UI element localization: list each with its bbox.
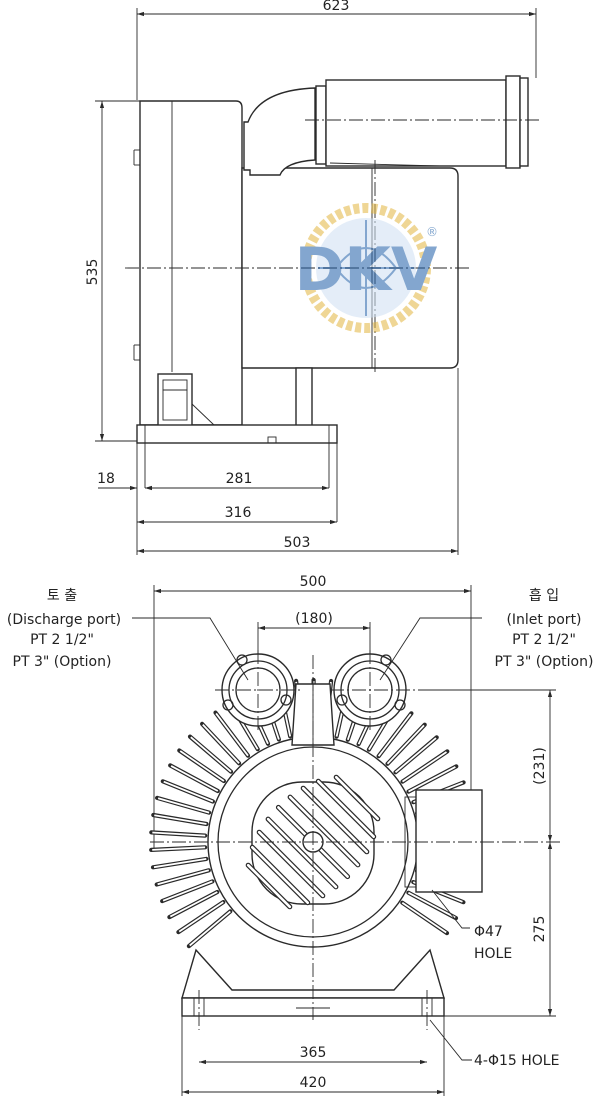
- cooling-fin-highlight: [157, 869, 210, 886]
- grille-slot-inner: [316, 779, 376, 839]
- dkv-logo: DKV ®: [295, 203, 438, 333]
- discharge-label-kr: 토 출: [47, 588, 77, 604]
- cooling-fin-highlight: [408, 766, 456, 793]
- front-view: 500 (180): [7, 574, 594, 1096]
- dim-offset-18: 18: [97, 471, 115, 487]
- cooling-fin-highlight: [152, 846, 206, 851]
- dim-base-316: 316: [225, 505, 252, 521]
- dim-depth-503: 503: [284, 535, 311, 551]
- grille-slot-inner: [251, 845, 310, 905]
- cooling-fin-highlight: [152, 831, 206, 837]
- grille-slot-inner: [334, 775, 380, 821]
- dim-base-width: 420: [300, 1075, 327, 1091]
- dim-base-281: 281: [226, 471, 253, 487]
- cooling-fin-highlight: [170, 765, 219, 792]
- bolt-holes-label: 4-Φ15 HOLE: [474, 1053, 559, 1069]
- grille-slot-inner: [246, 863, 292, 909]
- dim-front-width: 500: [300, 574, 327, 590]
- cooling-fin-highlight: [401, 901, 447, 934]
- cooling-fin-highlight: [169, 891, 218, 918]
- grille-slot-inner: [257, 830, 325, 898]
- cooling-fin-highlight: [215, 712, 249, 757]
- dim-bolt-spacing: 365: [300, 1045, 327, 1061]
- inlet-label-pt: PT 2 1/2": [512, 632, 576, 648]
- hole-47-word: HOLE: [474, 946, 512, 962]
- discharge-label-en: (Discharge port): [7, 612, 121, 628]
- cooling-fin-highlight: [202, 723, 240, 764]
- cooling-fin-highlight: [154, 814, 207, 825]
- cooling-fin-highlight: [162, 880, 213, 902]
- cooling-fin-highlight: [407, 891, 456, 919]
- cooling-fin-highlight: [386, 724, 425, 765]
- hole-47-label: Φ47: [474, 924, 503, 940]
- cooling-fin-highlight: [190, 736, 232, 773]
- logo-registered: ®: [426, 225, 438, 239]
- cooling-fin-highlight: [401, 751, 448, 783]
- discharge-label-option: PT 3" (Option): [13, 654, 112, 670]
- cooling-fin-highlight: [179, 750, 225, 782]
- dim-port-height: (231): [532, 747, 548, 785]
- grille-slot-inner: [301, 786, 369, 854]
- cooling-fin-highlight: [163, 780, 214, 803]
- grille-slot-inner: [266, 817, 338, 889]
- grille-slot-inner: [288, 795, 360, 867]
- cooling-fin-highlight: [394, 737, 437, 773]
- dim-height: 535: [85, 259, 101, 286]
- cooling-fin-highlight: [189, 910, 231, 947]
- inlet-label-option: PT 3" (Option): [495, 654, 594, 670]
- fan-grille: [245, 774, 381, 910]
- dim-center-height: 275: [532, 916, 548, 943]
- dim-overall-width: 623: [323, 0, 350, 14]
- logo-text: DKV: [295, 235, 438, 305]
- discharge-label-pt: PT 2 1/2": [30, 632, 94, 648]
- cooling-fin-highlight: [178, 901, 224, 933]
- dim-port-spacing: (180): [295, 611, 333, 627]
- inlet-label-en: (Inlet port): [506, 612, 581, 628]
- inlet-label-kr: 흡 입: [529, 588, 559, 604]
- cooling-fin-highlight: [153, 858, 207, 869]
- cooling-fin-highlight: [157, 797, 210, 814]
- cooling-fin-highlight: [377, 713, 412, 757]
